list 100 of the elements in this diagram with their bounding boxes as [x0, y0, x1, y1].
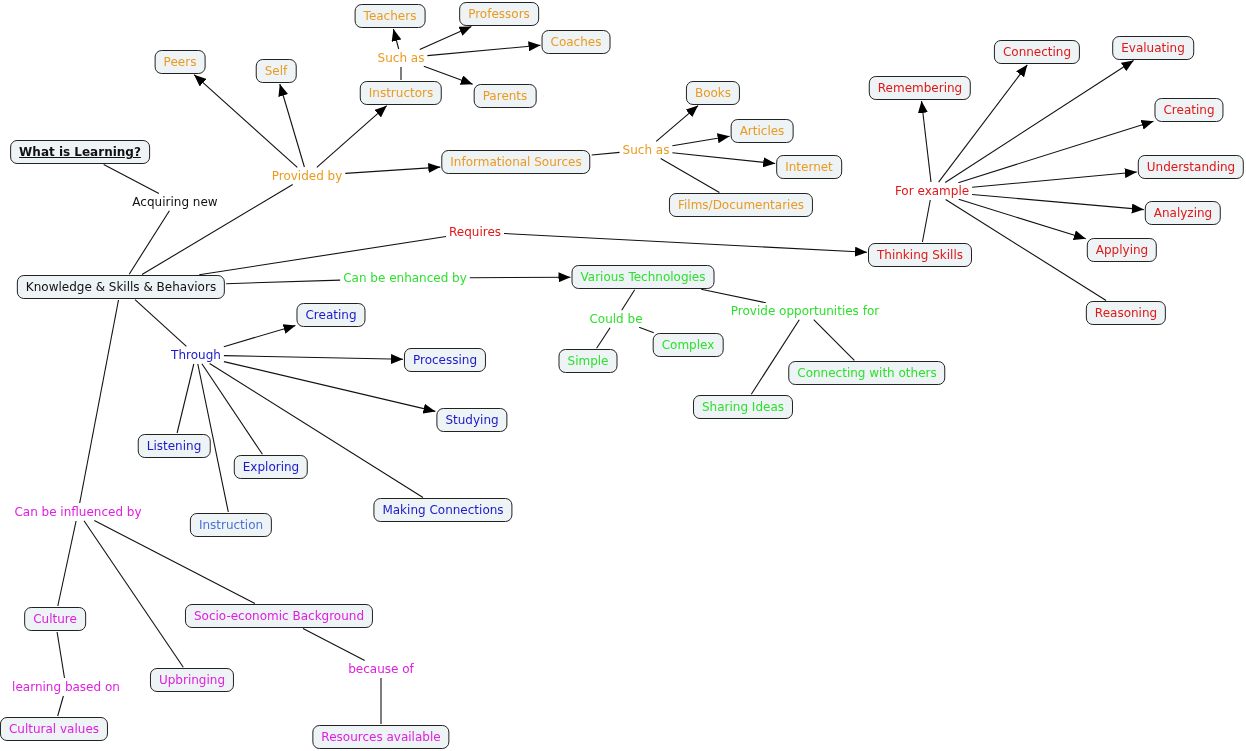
- concept-box: Evaluating: [1112, 36, 1194, 60]
- concept-box: Teachers: [354, 4, 426, 28]
- connector-line: [380, 677, 382, 725]
- concept-box: Instruction: [189, 513, 273, 537]
- concept-box: Creating: [296, 303, 366, 327]
- concept-box: Culture: [24, 607, 86, 631]
- concept-box: Complex: [652, 333, 724, 357]
- connector-line: [201, 363, 263, 455]
- connector-line: [79, 299, 120, 504]
- concept-box: Simple: [558, 349, 618, 373]
- arrow: [971, 168, 1138, 188]
- arrow: [503, 232, 868, 257]
- arrow: [938, 64, 1028, 183]
- connector-line: [400, 66, 402, 81]
- concept-box: Remembering: [868, 76, 972, 100]
- concept-box: Thinking Skills: [868, 243, 972, 267]
- linking-phrase: learning based on: [10, 679, 122, 695]
- linking-phrase: Provide opportunities for: [728, 303, 882, 319]
- arrow: [957, 120, 1155, 184]
- concept-box: Self: [255, 59, 297, 83]
- concept-box: Peers: [154, 50, 206, 74]
- connector-line: [591, 151, 621, 156]
- linking-phrase: Can be enhanced by: [341, 270, 469, 286]
- concept-box: Analyzing: [1144, 201, 1222, 225]
- connector-line: [128, 210, 170, 275]
- concept-box: Understanding: [1137, 155, 1245, 179]
- concept-box: Making Connections: [373, 498, 513, 522]
- concept-box: Connecting: [993, 40, 1081, 64]
- connector-line: [921, 199, 931, 243]
- connector-line: [209, 362, 424, 499]
- connector-line: [660, 157, 720, 194]
- arrow: [426, 41, 542, 57]
- concept-box: Studying: [436, 408, 508, 432]
- connector-line: [57, 695, 64, 717]
- arrow: [671, 152, 776, 168]
- concept-box: Upbringing: [149, 668, 235, 692]
- concept-box: Knowledge & Skills & Behaviors: [16, 275, 226, 299]
- linking-phrase: Acquiring new: [130, 194, 220, 210]
- connector-line: [141, 183, 294, 276]
- arrow: [469, 272, 572, 283]
- arrow: [944, 59, 1135, 184]
- linking-phrase: Requires: [447, 224, 503, 240]
- concept-box: Books: [685, 81, 741, 105]
- connector-line: [103, 163, 160, 195]
- arrow: [193, 74, 298, 168]
- concept-box: Parents: [473, 84, 537, 108]
- arrow: [917, 100, 932, 183]
- connector-line: [93, 519, 256, 605]
- connector-line: [700, 288, 767, 304]
- linking-phrase: Such as: [375, 50, 427, 66]
- arrow: [671, 133, 731, 147]
- concept-box: Coaches: [541, 30, 611, 54]
- concept-box: Reasoning: [1085, 301, 1167, 325]
- concept-box: Cultural values: [0, 717, 109, 741]
- concept-box: Connecting with others: [788, 361, 946, 385]
- connector-line: [57, 520, 77, 607]
- connector-line: [302, 627, 366, 662]
- connector-line: [225, 279, 341, 285]
- arrow: [316, 105, 388, 168]
- connector-line: [621, 289, 636, 311]
- concept-box: Socio-economic Background: [184, 604, 374, 628]
- connector-line: [176, 363, 195, 434]
- concept-box: Articles: [730, 119, 794, 143]
- arrow: [223, 324, 297, 348]
- concept-box: Creating: [1154, 98, 1224, 122]
- connector-line: [83, 520, 184, 668]
- concept-box: Sharing Ideas: [693, 395, 793, 419]
- concept-box: Informational Sources: [441, 150, 591, 174]
- arrow: [958, 198, 1087, 240]
- concept-box: Films/Documentaries: [668, 193, 814, 217]
- arrow: [223, 353, 404, 364]
- arrow: [971, 193, 1145, 214]
- connector-line: [638, 326, 655, 334]
- connector-line: [813, 319, 855, 361]
- linking-phrase: Could be: [587, 311, 645, 327]
- concept-box: Applying: [1086, 238, 1158, 262]
- linking-phrase: Through: [169, 347, 223, 363]
- arrow: [278, 83, 305, 168]
- connector-line: [945, 198, 1107, 302]
- connector-line: [750, 319, 800, 395]
- concept-box: Internet: [776, 155, 842, 179]
- connector-line: [56, 631, 66, 679]
- concept-box: Listening: [137, 434, 211, 458]
- linking-phrase: Provided by: [269, 168, 345, 184]
- concept-box: Various Technologies: [571, 265, 715, 289]
- connector-line: [197, 363, 229, 513]
- concept-box: Processing: [403, 348, 487, 372]
- arrow: [419, 25, 472, 51]
- concept-box: Exploring: [233, 455, 309, 479]
- concept-box: Resources available: [312, 725, 450, 749]
- arrow: [223, 361, 436, 414]
- concept-box: What is Learning?: [10, 140, 150, 164]
- arrow: [344, 162, 441, 174]
- linking-phrase: Can be influenced by: [12, 504, 144, 520]
- arrow: [423, 65, 474, 85]
- arrow: [391, 28, 402, 50]
- concept-box: Professors: [459, 2, 539, 26]
- connector-line: [596, 327, 611, 349]
- arrow: [655, 105, 699, 142]
- connector-line: [198, 235, 447, 276]
